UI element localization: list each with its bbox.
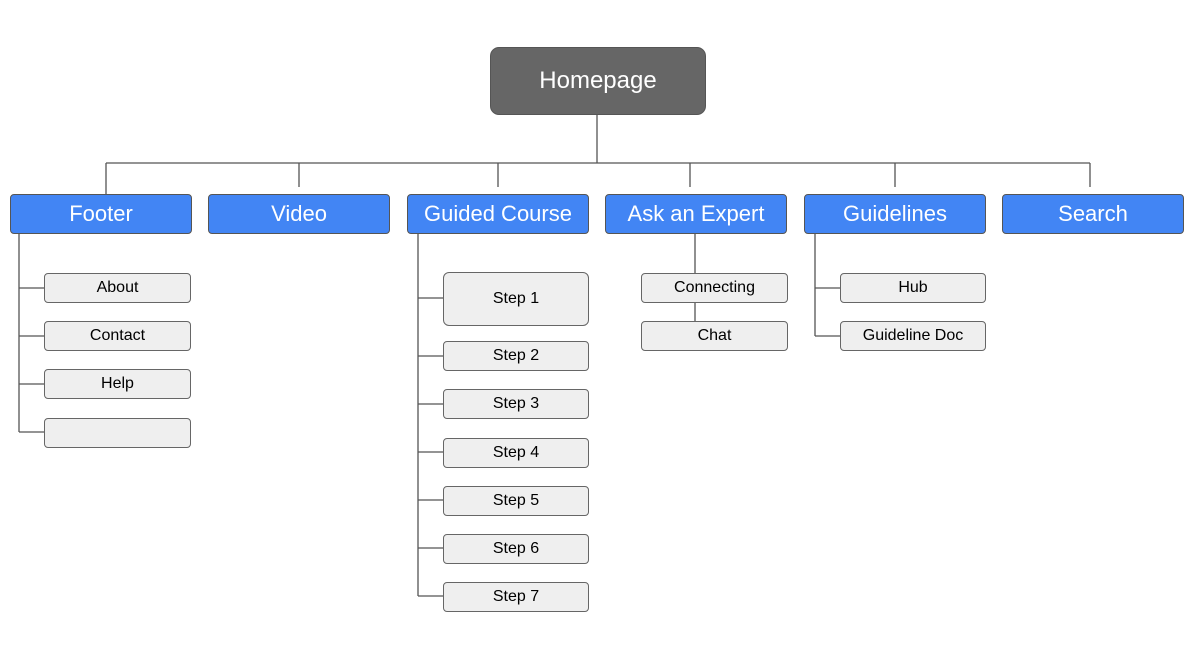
child-help: Help: [44, 369, 191, 399]
child-step-7: Step 7: [443, 582, 589, 612]
child-step-1: Step 1: [443, 272, 589, 326]
child-step-3: Step 3: [443, 389, 589, 419]
child-about: About: [44, 273, 191, 303]
child-guideline-doc: Guideline Doc: [840, 321, 986, 351]
child-hub: Hub: [840, 273, 986, 303]
child-empty: [44, 418, 191, 448]
category-footer: Footer: [10, 194, 192, 234]
child-chat: Chat: [641, 321, 788, 351]
child-step-6: Step 6: [443, 534, 589, 564]
category-guided-course: Guided Course: [407, 194, 589, 234]
child-step-5: Step 5: [443, 486, 589, 516]
homepage-node: Homepage: [490, 47, 706, 115]
category-video: Video: [208, 194, 390, 234]
category-search: Search: [1002, 194, 1184, 234]
child-contact: Contact: [44, 321, 191, 351]
category-ask-an-expert: Ask an Expert: [605, 194, 787, 234]
child-step-2: Step 2: [443, 341, 589, 371]
category-guidelines: Guidelines: [804, 194, 986, 234]
child-step-4: Step 4: [443, 438, 589, 468]
child-connecting: Connecting: [641, 273, 788, 303]
